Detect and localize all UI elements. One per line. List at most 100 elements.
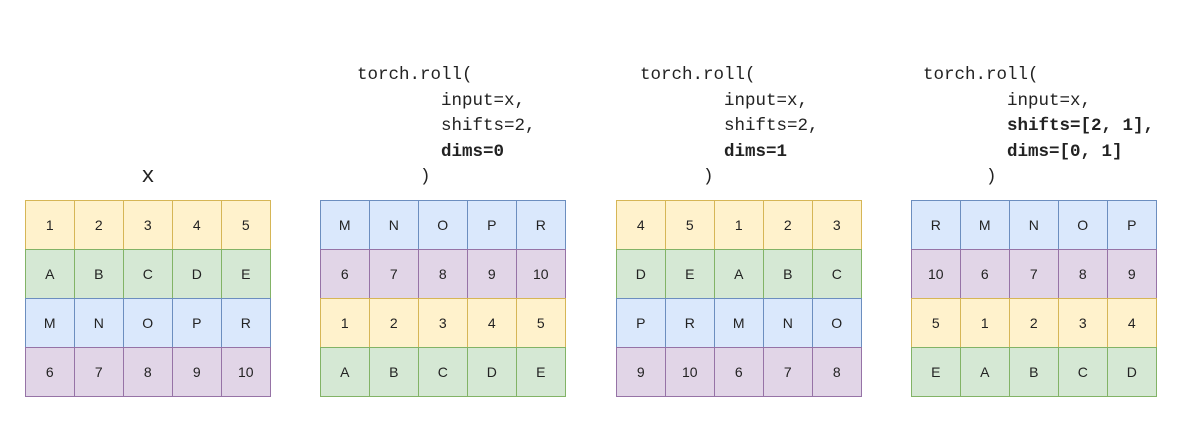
tensor-cell: B bbox=[763, 249, 813, 299]
code-line: dims=0 bbox=[357, 141, 505, 162]
tensor-cell: R bbox=[221, 298, 271, 348]
tensor-cell: M bbox=[960, 200, 1010, 250]
tensor-cell: B bbox=[74, 249, 124, 299]
tensor-cell: 4 bbox=[1107, 298, 1157, 348]
tensor-cell: 1 bbox=[960, 298, 1010, 348]
code-roll-dims-0: torch.roll( input=x, shifts=2, dims=0 ) bbox=[357, 63, 536, 191]
tensor-cell: C bbox=[123, 249, 173, 299]
tensor-cell: 4 bbox=[172, 200, 222, 250]
tensor-cell: C bbox=[812, 249, 862, 299]
tensor-cell: E bbox=[665, 249, 715, 299]
tensor-cell: 5 bbox=[665, 200, 715, 250]
tensor-cell: D bbox=[616, 249, 666, 299]
tensor-cell: C bbox=[418, 347, 468, 397]
tensor-cell: 8 bbox=[123, 347, 173, 397]
tensor-cell: 5 bbox=[911, 298, 961, 348]
tensor-cell: D bbox=[172, 249, 222, 299]
code-line: ) bbox=[923, 167, 997, 187]
tensor-cell: E bbox=[911, 347, 961, 397]
code-roll-dims-0-1: torch.roll( input=x, shifts=[2, 1], dims… bbox=[923, 63, 1154, 191]
tensor-cell: 3 bbox=[418, 298, 468, 348]
tensor-cell: M bbox=[320, 200, 370, 250]
tensor-cell: 1 bbox=[714, 200, 764, 250]
tensor-cell: 10 bbox=[221, 347, 271, 397]
tensor-cell: 4 bbox=[616, 200, 666, 250]
tensor-cell: B bbox=[1009, 347, 1059, 397]
tensor-cell: D bbox=[467, 347, 517, 397]
code-line: input=x, bbox=[640, 90, 809, 111]
code-line: torch.roll( bbox=[357, 65, 473, 85]
tensor-cell: 7 bbox=[1009, 249, 1059, 299]
tensor-cell: 8 bbox=[418, 249, 468, 299]
code-line: torch.roll( bbox=[640, 65, 756, 85]
tensor-cell: 7 bbox=[74, 347, 124, 397]
tensor-cell: 5 bbox=[221, 200, 271, 250]
tensor-cell: R bbox=[516, 200, 566, 250]
tensor-cell: 7 bbox=[763, 347, 813, 397]
tensor-cell: 10 bbox=[911, 249, 961, 299]
tensor-cell: 6 bbox=[960, 249, 1010, 299]
tensor-cell: 9 bbox=[616, 347, 666, 397]
code-line: input=x, bbox=[357, 90, 526, 111]
tensor-cell: R bbox=[911, 200, 961, 250]
tensor-cell: N bbox=[74, 298, 124, 348]
tensor-cell: A bbox=[960, 347, 1010, 397]
tensor-cell: P bbox=[1107, 200, 1157, 250]
code-line: shifts=[2, 1], bbox=[923, 116, 1155, 136]
tensor-cell: 9 bbox=[467, 249, 517, 299]
tensor-cell: 10 bbox=[516, 249, 566, 299]
tensor-cell: N bbox=[369, 200, 419, 250]
tensor-cell: P bbox=[467, 200, 517, 250]
tensor-cell: P bbox=[172, 298, 222, 348]
code-line: torch.roll( bbox=[923, 65, 1039, 85]
tensor-cell: P bbox=[616, 298, 666, 348]
tensor-cell: N bbox=[763, 298, 813, 348]
tensor-cell: O bbox=[418, 200, 468, 250]
tensor-cell: 6 bbox=[25, 347, 75, 397]
input-tensor-label: x bbox=[141, 164, 155, 189]
code-line: ) bbox=[357, 167, 431, 187]
tensor-cell: A bbox=[25, 249, 75, 299]
tensor-cell: 5 bbox=[516, 298, 566, 348]
tensor-cell: O bbox=[812, 298, 862, 348]
tensor-cell: R bbox=[665, 298, 715, 348]
tensor-cell: A bbox=[320, 347, 370, 397]
tensor-cell: A bbox=[714, 249, 764, 299]
tensor-cell: D bbox=[1107, 347, 1157, 397]
tensor-cell: C bbox=[1058, 347, 1108, 397]
tensor-cell: 9 bbox=[172, 347, 222, 397]
tensor-cell: M bbox=[714, 298, 764, 348]
tensor-cell: 3 bbox=[1058, 298, 1108, 348]
tensor-cell: M bbox=[25, 298, 75, 348]
tensor-cell: O bbox=[1058, 200, 1108, 250]
code-line: ) bbox=[640, 167, 714, 187]
code-line: shifts=2, bbox=[357, 116, 536, 136]
tensor-cell: 2 bbox=[369, 298, 419, 348]
tensor-cell: 4 bbox=[467, 298, 517, 348]
tensor-cell: 8 bbox=[1058, 249, 1108, 299]
tensor-cell: E bbox=[516, 347, 566, 397]
tensor-cell: 9 bbox=[1107, 249, 1157, 299]
tensor-cell: 3 bbox=[812, 200, 862, 250]
tensor-cell: B bbox=[369, 347, 419, 397]
tensor-cell: 2 bbox=[1009, 298, 1059, 348]
tensor-cell: O bbox=[123, 298, 173, 348]
tensor-cell: 6 bbox=[714, 347, 764, 397]
tensor-cell: 3 bbox=[123, 200, 173, 250]
code-line: dims=1 bbox=[640, 141, 788, 162]
tensor-cell: 2 bbox=[74, 200, 124, 250]
tensor-cell: 7 bbox=[369, 249, 419, 299]
tensor-cell: N bbox=[1009, 200, 1059, 250]
code-line: shifts=2, bbox=[640, 116, 819, 136]
tensor-cell: 10 bbox=[665, 347, 715, 397]
tensor-cell: 6 bbox=[320, 249, 370, 299]
tensor-cell: 2 bbox=[763, 200, 813, 250]
code-roll-dims-1: torch.roll( input=x, shifts=2, dims=1 ) bbox=[640, 63, 819, 191]
tensor-cell: 1 bbox=[320, 298, 370, 348]
code-line: dims=[0, 1] bbox=[923, 141, 1123, 162]
code-line: input=x, bbox=[923, 90, 1092, 111]
